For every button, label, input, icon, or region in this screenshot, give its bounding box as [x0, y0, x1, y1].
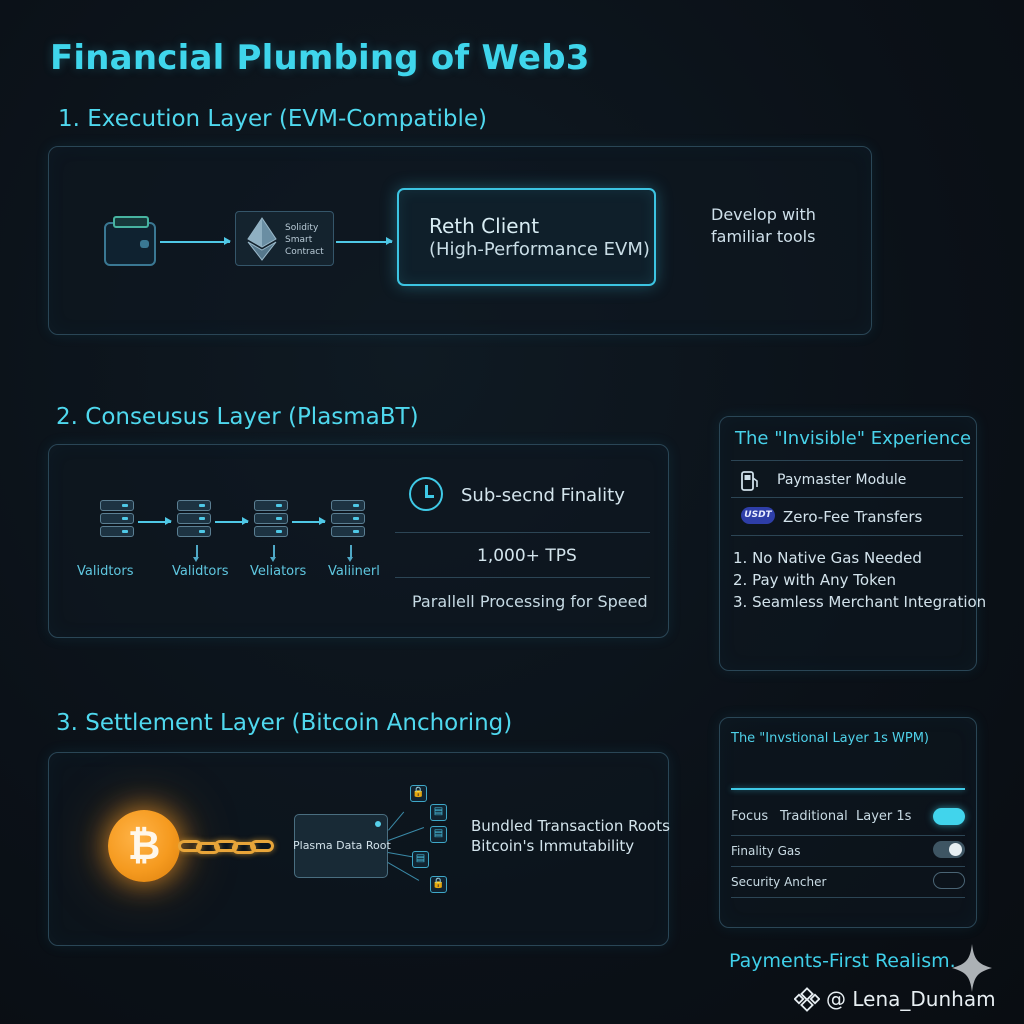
contract-line-3: Contract	[285, 247, 324, 257]
divider	[731, 866, 965, 867]
lock-icon: ▤	[412, 851, 429, 868]
settlement-desc-line-1: Bundled Transaction Roots	[471, 817, 670, 835]
col-focus: Focus	[731, 809, 769, 824]
execution-heading: 1. Execution Layer (EVM-Compatible)	[58, 106, 488, 132]
divider	[395, 532, 650, 533]
toggle-switch[interactable]	[933, 808, 965, 825]
col-layer1s: Layer 1s	[856, 809, 912, 824]
arrow-icon	[336, 238, 393, 244]
arrow-icon	[138, 518, 172, 524]
contract-line-2: Smart	[285, 235, 313, 245]
row-security-anchor: Security Ancher	[731, 875, 827, 889]
parallel-text: Parallell Processing for Speed	[412, 592, 648, 611]
down-arrow-icon	[347, 545, 353, 562]
lock-icon: ▤	[430, 826, 447, 843]
root-label: Plasma Data Root	[293, 839, 391, 852]
server-icon	[177, 500, 211, 539]
reth-subtitle: (High-Performance EVM)	[429, 239, 650, 260]
lock-icon: 🔒	[430, 876, 447, 893]
consensus-panel	[48, 444, 669, 638]
plasma-data-root-box: Plasma Data Root	[293, 814, 391, 878]
chain-icon	[178, 840, 274, 854]
benefit-item: 3. Seamless Merchant Integration	[733, 593, 987, 611]
col-traditional: Traditional	[780, 809, 848, 824]
toggle-switch[interactable]	[933, 872, 965, 889]
server-icon	[254, 500, 288, 539]
validator-label: Validtors	[77, 564, 134, 579]
page-title: Financial Plumbing of Web3	[50, 38, 590, 78]
author-handle: @ Lena_Dunham	[826, 987, 996, 1011]
validator-label: Valiinerl	[328, 564, 380, 579]
validator-label: Validtors	[172, 564, 229, 579]
ethereum-icon	[247, 217, 277, 261]
lock-icon: ▤	[430, 804, 447, 821]
comparison-panel	[719, 717, 977, 928]
develop-line-1: Develop with	[711, 205, 816, 224]
smart-contract-box: Solidity Smart Contract	[235, 211, 334, 266]
divider	[731, 835, 965, 836]
down-arrow-icon	[270, 545, 276, 562]
tps-text: 1,000+ TPS	[477, 546, 577, 566]
arrow-icon	[292, 518, 326, 524]
invisible-experience-panel	[719, 416, 977, 671]
toggle-switch[interactable]	[933, 841, 965, 858]
paymaster-label: Paymaster Module	[777, 472, 907, 488]
footer-tagline: Payments-First Realism.	[729, 950, 956, 972]
reth-client-box: Reth Client (High-Performance EVM)	[397, 188, 656, 286]
benefit-item: 2. Pay with Any Token	[733, 571, 896, 589]
develop-text: Develop with familiar tools	[711, 204, 816, 248]
bitcoin-icon: ₿	[108, 810, 180, 882]
accent-divider	[731, 788, 965, 790]
binance-logo-icon	[794, 987, 820, 1012]
down-arrow-icon	[193, 545, 199, 562]
sparkle-icon	[952, 944, 992, 992]
benefit-item: 1. No Native Gas Needed	[733, 549, 922, 567]
divider	[731, 535, 963, 536]
finality-text: Sub-secnd Finality	[461, 485, 625, 506]
divider	[395, 577, 650, 578]
divider	[731, 897, 965, 898]
arrow-icon	[215, 518, 249, 524]
develop-line-2: familiar tools	[711, 227, 816, 246]
usdt-badge: USDT	[741, 507, 775, 524]
divider	[731, 497, 963, 498]
validator-label: Veliators	[250, 564, 307, 579]
server-icon	[100, 500, 134, 539]
invisible-title: The "Invisible" Experience	[735, 428, 972, 449]
clock-icon	[409, 477, 443, 511]
arrow-icon	[160, 238, 231, 244]
row-finality-gas: Finality Gas	[731, 844, 801, 858]
server-icon	[331, 500, 365, 539]
status-dot	[375, 821, 381, 827]
zero-fee-label: Zero-Fee Transfers	[783, 508, 923, 526]
divider	[731, 460, 963, 461]
settlement-desc: Bundled Transaction Roots Bitcoin's Immu…	[471, 816, 670, 856]
wallet-icon	[104, 216, 156, 266]
gas-pump-icon	[741, 471, 758, 491]
settlement-heading: 3. Settlement Layer (Bitcoin Anchoring)	[56, 710, 513, 736]
consensus-heading: 2. Conseusus Layer (PlasmaBT)	[56, 404, 419, 430]
contract-line-1: Solidity	[285, 223, 319, 233]
settlement-desc-line-2: Bitcoin's Immutability	[471, 837, 635, 855]
lock-icon: 🔒	[410, 785, 427, 802]
comparison-title: The "Invstional Layer 1s WPM)	[731, 731, 929, 746]
reth-title: Reth Client	[429, 214, 540, 238]
